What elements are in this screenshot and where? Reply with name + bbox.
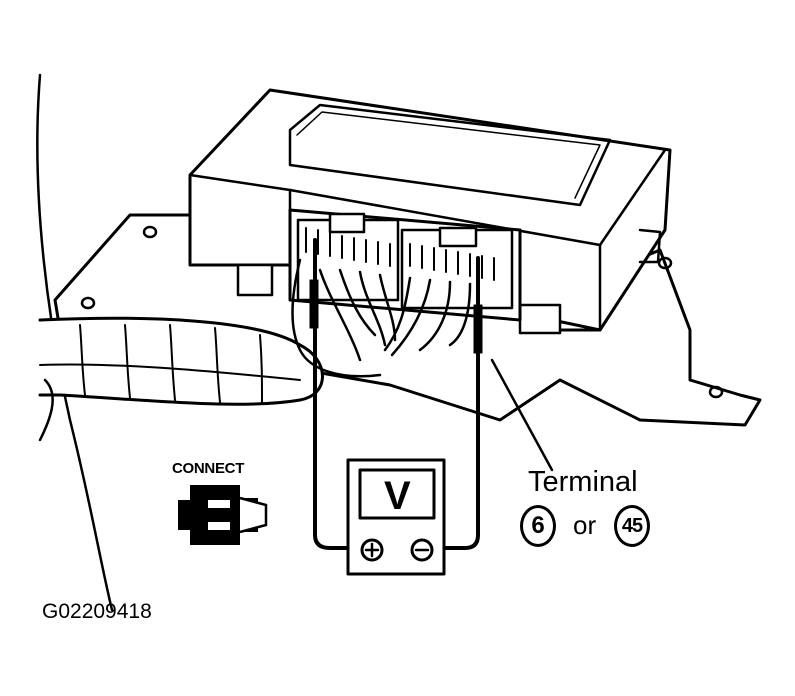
bracket-hole	[142, 225, 158, 239]
ecu-housing	[188, 88, 672, 332]
minus-terminal-icon	[410, 538, 434, 562]
terminal-number-b: 45	[614, 505, 650, 547]
ecu-foot	[236, 263, 274, 297]
terminal-number-a: 6	[520, 505, 556, 547]
or-label: or	[573, 510, 597, 540]
voltmeter-symbol: V	[384, 474, 411, 518]
connect-connector-icon	[178, 485, 268, 545]
wire-harness	[38, 316, 324, 406]
figure-id: G02209418	[42, 600, 152, 623]
ecu-foot	[518, 303, 562, 335]
ecu-top-panel	[288, 103, 612, 207]
voltmeter-display	[358, 468, 436, 520]
negative-lead	[440, 256, 480, 550]
bracket-hole	[657, 256, 673, 270]
terminal-leader-line	[490, 358, 554, 472]
terminal-label: Terminal	[528, 466, 638, 498]
connect-label: CONNECT	[172, 460, 245, 477]
body-panel-curve	[36, 73, 114, 612]
plus-terminal-icon	[360, 538, 384, 562]
bracket-hole	[80, 296, 96, 310]
positive-lead	[313, 238, 352, 550]
bracket-hole	[708, 385, 724, 399]
